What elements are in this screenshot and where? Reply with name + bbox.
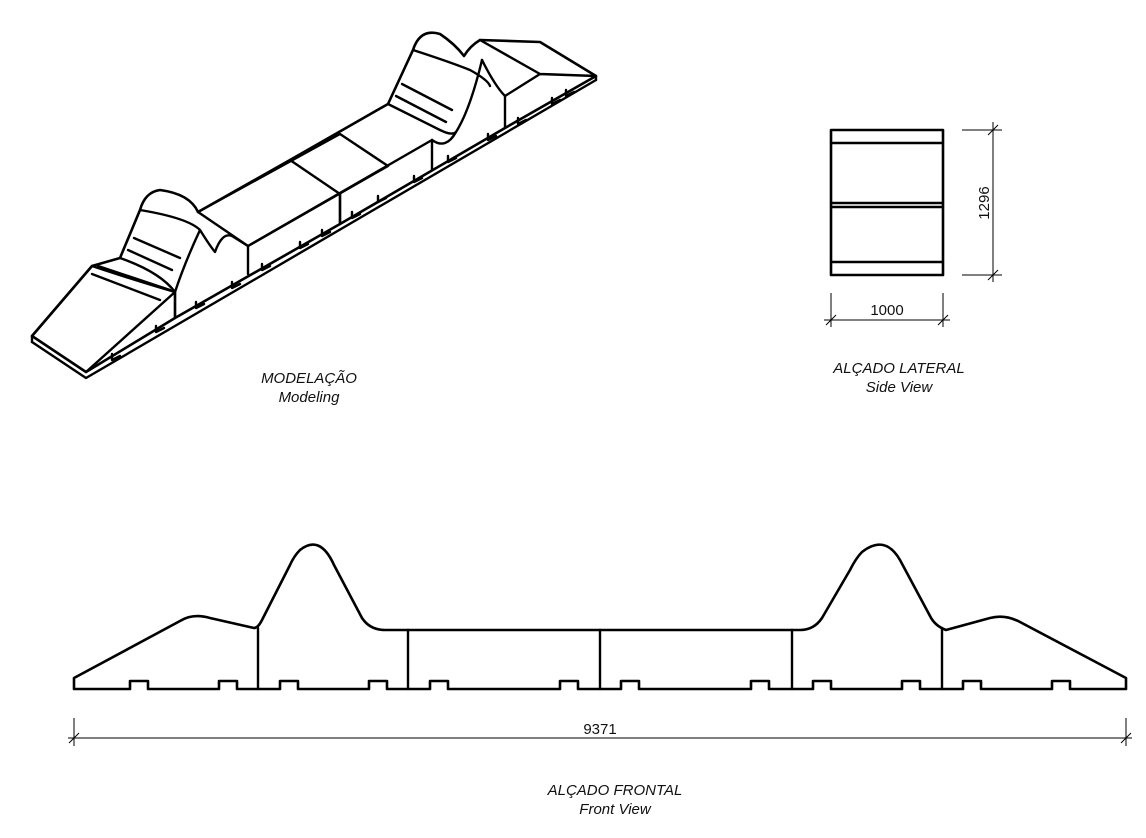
front-view-caption: ALÇADO FRONTAL Front View — [465, 781, 765, 819]
length-dimension: 9371 — [68, 718, 1132, 746]
front-view-outline — [72, 543, 1128, 691]
height-dimension: 1296 — [962, 122, 1002, 282]
side-view-caption: ALÇADO LATERAL Side View — [749, 359, 1049, 397]
modeling-caption: MODELAÇÃO Modeling — [159, 369, 459, 407]
side-view-subtitle: Side View — [865, 379, 933, 396]
width-dim-label: 1000 — [870, 302, 903, 319]
front-view-subtitle: Front View — [579, 801, 651, 818]
height-dim-label: 1296 — [976, 186, 993, 219]
modeling-title: MODELAÇÃO — [261, 370, 357, 387]
right-hump — [386, 48, 492, 145]
isometric-model — [30, 31, 598, 380]
modeling-subtitle: Modeling — [278, 389, 340, 406]
length-dim-label: 9371 — [583, 721, 616, 738]
side-view-drawing: 1296 1000 — [824, 122, 1002, 327]
front-view-title: ALÇADO FRONTAL — [547, 782, 683, 799]
model-outline — [30, 31, 598, 374]
width-dimension: 1000 — [824, 293, 950, 327]
right-ramp-face — [478, 38, 598, 98]
front-view-drawing: 9371 — [68, 543, 1132, 746]
base-notches — [110, 88, 576, 362]
side-view-title: ALÇADO LATERAL — [833, 360, 965, 377]
model-base-edge — [30, 78, 598, 380]
